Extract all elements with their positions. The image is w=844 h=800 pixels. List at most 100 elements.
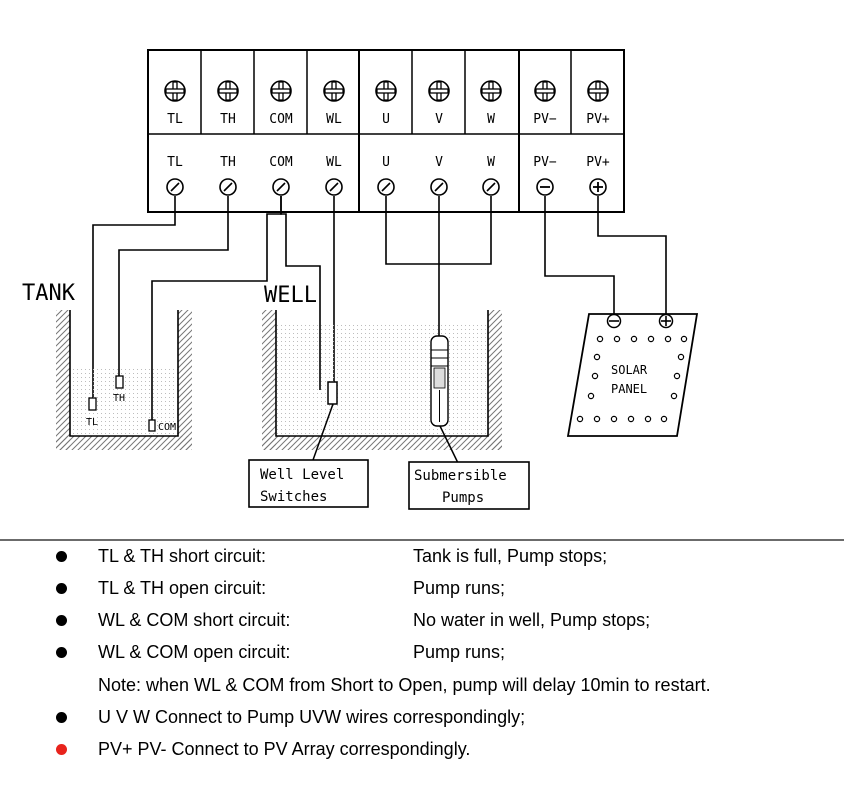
panel-terminal-plus xyxy=(658,313,674,329)
probe-tl xyxy=(88,397,97,411)
panel-dot xyxy=(576,415,584,423)
top-terminal-screw-icon xyxy=(270,80,292,102)
bottom-terminal-label: V xyxy=(435,155,443,170)
panel-terminal-minus xyxy=(606,313,622,329)
wire-pv-minus xyxy=(544,196,615,314)
panel-dot xyxy=(591,372,599,380)
bottom-terminal-screw-icon xyxy=(219,178,237,196)
solar-label-1: SOLAR xyxy=(611,363,648,377)
top-terminal-screw-icon xyxy=(375,80,397,102)
top-terminal-screw-icon xyxy=(534,80,556,102)
top-terminal-label: TL xyxy=(167,112,183,127)
note-text: PV+ PV- Connect to PV Array correspondin… xyxy=(98,739,471,759)
bottom-terminal-label: PV− xyxy=(533,155,557,170)
panel-dot xyxy=(680,335,688,343)
tank: TANK TL TH COM xyxy=(22,281,192,450)
panel-dot xyxy=(630,335,638,343)
bottom-terminal-label: WL xyxy=(326,155,342,170)
top-terminal-label: V xyxy=(435,112,443,127)
note-text: U V W Connect to Pump UVW wires correspo… xyxy=(98,707,526,727)
top-terminal-label: PV− xyxy=(533,112,557,127)
panel-dot xyxy=(660,415,668,423)
bottom-terminal-label: COM xyxy=(269,155,293,170)
top-terminal-screw-icon xyxy=(323,80,345,102)
bottom-terminal-label: TL xyxy=(167,155,183,170)
bottom-terminal-screw-icon xyxy=(377,178,395,196)
bullet-icon xyxy=(56,583,67,594)
bullet-icon xyxy=(56,712,67,723)
wire-tl xyxy=(92,196,176,398)
note-result: Pump runs; xyxy=(413,578,506,598)
bottom-terminal-screw-icon xyxy=(325,178,343,196)
top-terminal-screw-icon xyxy=(217,80,239,102)
bottom-terminal-label: W xyxy=(487,155,495,170)
bullet-icon xyxy=(56,647,67,658)
panel-dot xyxy=(644,415,652,423)
note-condition: TL & TH open circuit: xyxy=(98,578,267,598)
panel-dot xyxy=(610,415,618,423)
submersible-pumps-box: Submersible Pumps xyxy=(408,461,530,510)
well-title: WELL xyxy=(264,283,317,308)
panel-dot xyxy=(670,392,678,400)
top-terminal-screw-icon xyxy=(428,80,450,102)
note-condition: WL & COM short circuit: xyxy=(98,610,291,630)
top-terminal-label: W xyxy=(487,112,495,127)
top-terminal-screw-icon xyxy=(480,80,502,102)
wire-com-well xyxy=(280,196,321,390)
probe-tl-label: TL xyxy=(86,417,98,428)
level-switch-label-1: Well Level xyxy=(260,467,344,483)
panel-dot xyxy=(664,335,672,343)
bottom-terminal-label: U xyxy=(382,155,390,170)
note-condition: TL & TH short circuit: xyxy=(98,546,267,566)
top-terminal-screw-icon xyxy=(587,80,609,102)
top-terminal-screw-icon xyxy=(164,80,186,102)
panel-dot xyxy=(673,372,681,380)
note-text: Note: when WL & COM from Short to Open, … xyxy=(98,675,711,695)
note-result: Pump runs; xyxy=(413,642,506,662)
note-result: Tank is full, Pump stops; xyxy=(413,546,608,566)
bullet-icon xyxy=(56,551,67,562)
probe-com-label: COM xyxy=(158,422,176,433)
wire-pv-plus xyxy=(597,196,667,314)
red-bullet-icon xyxy=(56,744,67,755)
bullet-icon xyxy=(56,615,67,626)
bottom-terminal-screw-icon xyxy=(166,178,184,196)
top-terminal-label: PV+ xyxy=(586,112,610,127)
well-level-switch xyxy=(327,381,338,405)
panel-dot xyxy=(596,335,604,343)
top-terminal-label: COM xyxy=(269,112,293,127)
submersible-pump xyxy=(430,335,449,427)
panel-dot xyxy=(647,335,655,343)
bottom-terminal-screw-icon xyxy=(272,178,290,196)
probe-com xyxy=(148,419,156,432)
panel-dot xyxy=(627,415,635,423)
panel-dot xyxy=(587,392,595,400)
pump-label-2: Pumps xyxy=(442,490,484,506)
well: WELL xyxy=(262,283,502,464)
panel-dot xyxy=(677,353,685,361)
panel-dot xyxy=(593,353,601,361)
bottom-terminal-screw-icon xyxy=(589,178,607,196)
wires xyxy=(92,196,667,420)
bottom-terminal-screw-icon xyxy=(482,178,500,196)
solar-panel: SOLAR PANEL xyxy=(566,313,699,437)
bottom-terminal-label: PV+ xyxy=(586,155,610,170)
pump-label-1: Submersible xyxy=(414,468,507,484)
note-result: No water in well, Pump stops; xyxy=(413,610,651,630)
solar-label-2: PANEL xyxy=(611,382,647,396)
tank-title: TANK xyxy=(22,281,76,306)
bottom-terminal-screw-icon xyxy=(536,178,554,196)
bottom-terminal-screw-icon xyxy=(430,178,448,196)
well-level-switches-box: Well Level Switches xyxy=(248,459,369,508)
separator-line xyxy=(0,539,844,541)
top-terminal-label: TH xyxy=(220,112,236,127)
level-switch-label-2: Switches xyxy=(260,489,327,505)
probe-th xyxy=(115,375,124,389)
panel-dot xyxy=(593,415,601,423)
wire-th xyxy=(118,196,229,376)
note-condition: WL & COM open circuit: xyxy=(98,642,291,662)
top-terminal-label: U xyxy=(382,112,390,127)
top-terminal-label: WL xyxy=(326,112,342,127)
probe-th-label: TH xyxy=(113,393,125,404)
